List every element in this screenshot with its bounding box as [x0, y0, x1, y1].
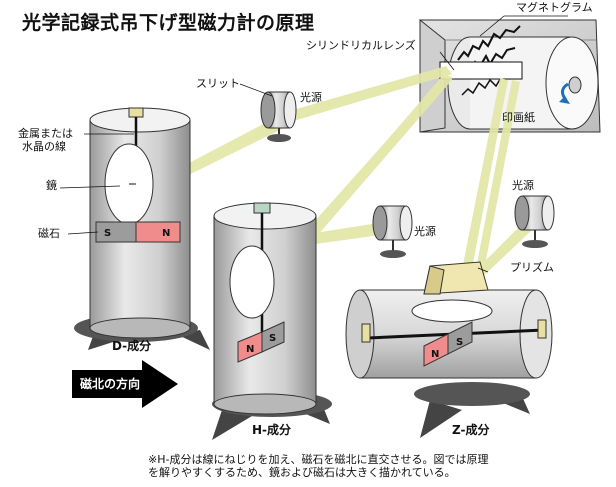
- prism-label: プリズム: [510, 261, 554, 274]
- light-source-h: [372, 205, 413, 258]
- d-component-magnetometer: S N: [74, 107, 210, 350]
- light-source-label-1: 光源: [300, 91, 322, 104]
- d-suspension-head: [128, 107, 144, 118]
- h-component-magnetometer: N S: [212, 202, 332, 440]
- magnetogram-label: マグネトグラム: [516, 1, 593, 14]
- footnote: ※H-成分は線にねじりを加え、磁石を磁北に直交させる。図では原理 を解りやすくす…: [148, 453, 488, 479]
- cylindrical-lens-label: シリンドリカルレンズ: [306, 39, 416, 52]
- footnote-line-1: ※H-成分は線にねじりを加え、磁石を磁北に直交させる。図では原理: [148, 453, 489, 466]
- mirror-label: 鏡: [46, 179, 57, 192]
- metal-wire-label-2: 水晶の線: [22, 140, 66, 153]
- recording-drum-box: [419, 18, 601, 133]
- magnetogram-trace-1: [457, 25, 521, 61]
- h-suspension-head: [253, 202, 271, 214]
- light-source-slit: [260, 91, 297, 142]
- leader-lines: [59, 15, 568, 273]
- light-source-label-2: 光源: [414, 225, 436, 238]
- d-component-label: D-成分: [112, 339, 152, 353]
- metal-wire-label-1: 金属または: [18, 127, 73, 140]
- light-source-label-3: 光源: [512, 179, 534, 192]
- z-mirror: [411, 299, 493, 323]
- z-magnet-n: N: [431, 349, 439, 360]
- page-title: 光学記録式吊下げ型磁力計の原理: [22, 12, 315, 34]
- z-component-label: Z-成分: [452, 423, 490, 437]
- z-component-magnetometer: N S: [345, 261, 553, 438]
- d-magnet-s: S: [104, 228, 111, 239]
- d-magnet-n: N: [162, 228, 170, 239]
- footnote-line-2: を解りやすくするため、鏡および磁石は大きく描かれている。: [148, 466, 456, 479]
- h-magnet-n: N: [246, 344, 254, 355]
- north-direction-label: 磁北の方向: [80, 377, 141, 391]
- cylindrical-lens: [439, 61, 523, 80]
- slit-label: スリット: [196, 77, 240, 90]
- h-mirror: [229, 245, 275, 319]
- z-magnet-s: S: [456, 337, 463, 348]
- magnet-label: 磁石: [38, 227, 60, 240]
- north-arrow-icon: [72, 360, 178, 408]
- h-magnet-s: S: [269, 333, 276, 344]
- h-component-label: H-成分: [252, 423, 292, 437]
- photo-paper-label: 印画紙: [502, 111, 535, 124]
- light-source-z: [514, 195, 555, 248]
